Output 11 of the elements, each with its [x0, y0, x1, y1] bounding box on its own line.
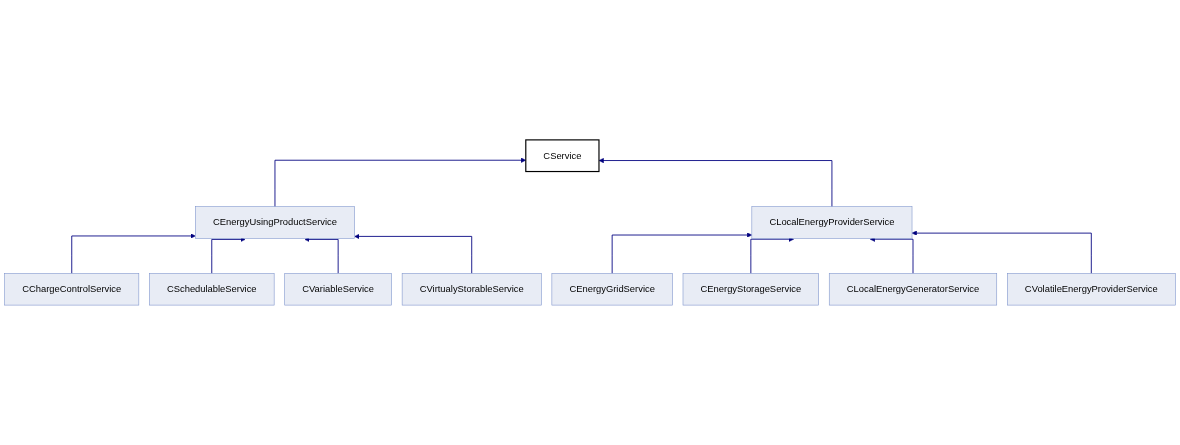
node-box: CService — [525, 139, 600, 173]
node-box: CEnergyUsingProductService — [195, 206, 355, 239]
node-box: CVolatileEnergyProviderService — [1007, 273, 1176, 306]
node-box: CVirtualyStorableService — [401, 273, 542, 306]
node-box: CEnergyGridService — [551, 273, 673, 306]
node-box: CSchedulableService — [149, 273, 275, 306]
node-box: CChargeControlService — [4, 273, 140, 306]
node-box: CLocalEnergyGeneratorService — [828, 273, 998, 306]
node-box: CLocalEnergyProviderService — [751, 206, 913, 239]
node-box: CEnergyStorageService — [682, 273, 819, 306]
node-box: CVariableService — [284, 273, 392, 306]
